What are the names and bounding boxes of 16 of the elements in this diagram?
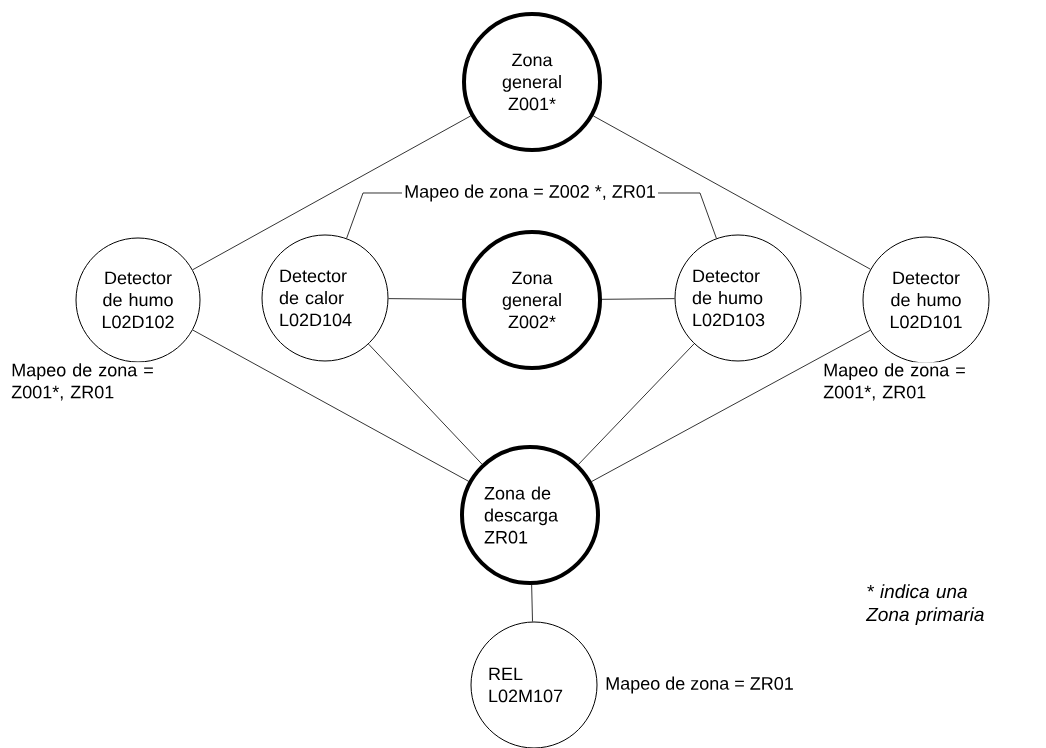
- connector-line: [592, 115, 871, 270]
- zone-mapping-note: Mapeo de zona = Z002 *, ZR01: [402, 182, 658, 204]
- connector-line: [591, 329, 871, 482]
- connector-line: [601, 298, 675, 300]
- connector-line: [578, 343, 695, 465]
- zone-mapping-note: Mapeo de zona = Z001*, ZR01: [822, 362, 975, 402]
- legend-note: * indica una Zona primaria: [865, 584, 984, 625]
- zone-mapping-note: Mapeo de zona = Z001*, ZR01: [10, 362, 163, 402]
- connector-line: [192, 329, 470, 482]
- connector-line: [368, 343, 483, 465]
- zone-mapping-note: Mapeo de zona = ZR01: [606, 676, 793, 694]
- connector-line: [531, 584, 533, 622]
- connector-line: [192, 115, 472, 271]
- connector-line: [657, 192, 717, 239]
- connector-line: [388, 298, 463, 300]
- connector-line: [346, 192, 403, 239]
